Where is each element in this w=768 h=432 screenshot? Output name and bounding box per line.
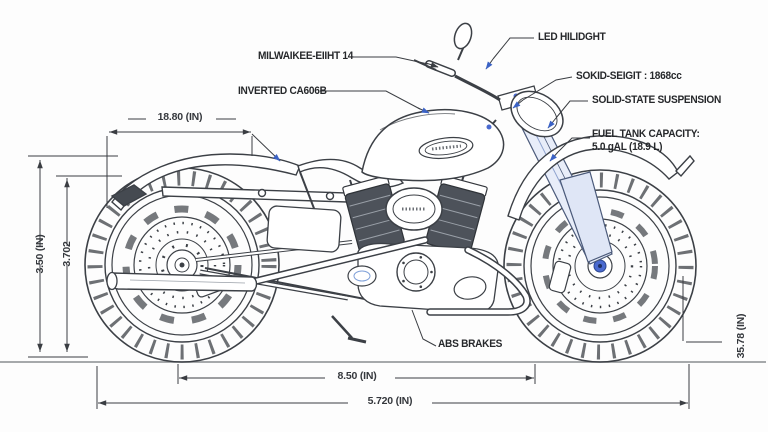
mirror: [453, 22, 473, 50]
air-cleaner: [385, 187, 443, 231]
callout-fuel-tank-capacity: FUEL TANK CAPACITY: 5.0 gAL (18.9 L): [592, 128, 700, 153]
dim-left-outer: 3.50 (IN): [34, 234, 46, 274]
callout-engine-displacement: SOKID-SEIGIT : 1868cc: [576, 70, 682, 82]
dim-right-height: 35.78 (IN): [735, 313, 747, 359]
front-wheel: [503, 169, 697, 363]
callout-inverted-forks: INVERTED CA606B: [238, 85, 327, 97]
dim-bottom-outer: 5.720 (IN): [367, 395, 413, 407]
exhaust: [106, 236, 531, 316]
rear-wheel: [84, 167, 280, 363]
callout-solid-state-suspension: SOLID-STATE SUSPENSION: [592, 94, 722, 106]
leader-lines: [320, 37, 590, 347]
fuel-tank: [361, 109, 505, 182]
callout-milwaukee-eight: MILWAIKEE-EIIHT 14: [258, 50, 354, 62]
engine: [342, 175, 499, 314]
dimension-lines: [28, 118, 722, 409]
handlebar: [413, 22, 501, 102]
dim-bottom-inner: 8.50 (IN): [337, 370, 377, 382]
callout-abs-brakes: ABS BRAKES: [438, 338, 503, 350]
dim-left-inner: 3.702: [61, 241, 73, 267]
dim-top-width: 18.80 (IN): [157, 111, 203, 123]
callout-led-headlight: LED HILIDGHT: [538, 31, 606, 43]
